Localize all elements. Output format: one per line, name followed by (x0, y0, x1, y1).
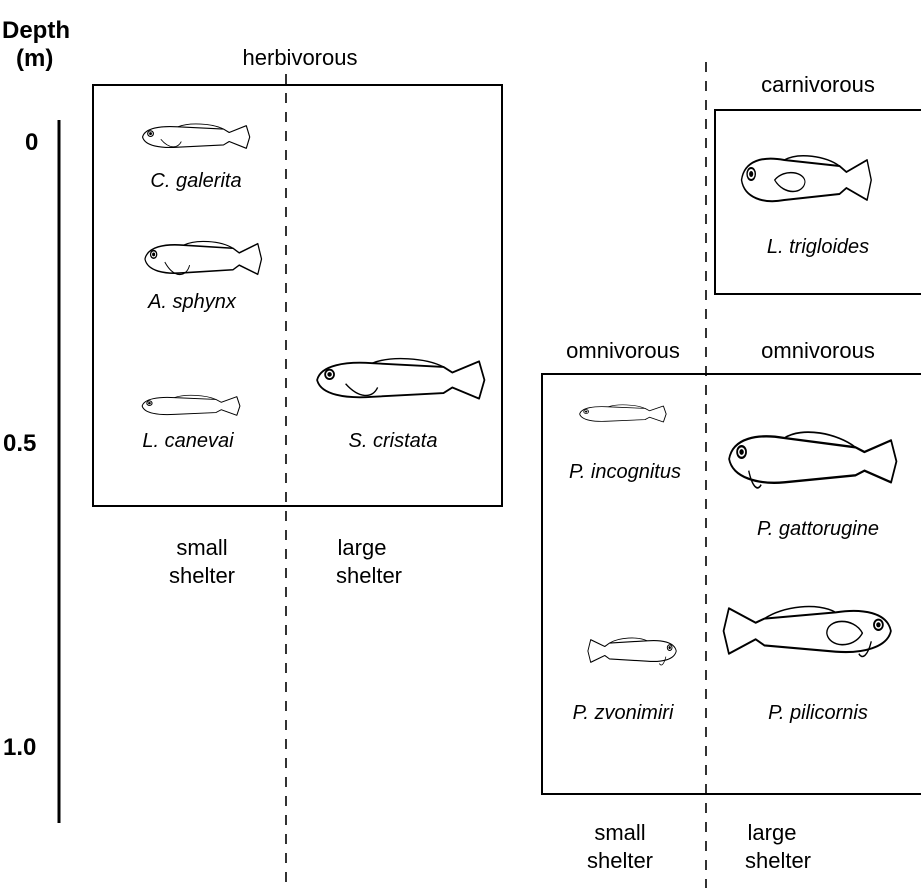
a-sphynx-fish-icon (140, 236, 264, 282)
axis-title-unit: (m) (16, 46, 53, 72)
group-label-herbivorous: herbivorous (243, 45, 358, 71)
axis-tick-0: 0 (25, 130, 38, 156)
species-label-a-sphynx: A. sphynx (148, 289, 236, 315)
shelter-label-left-small-1: small (176, 535, 227, 561)
shelter-label-right-large-1: large (748, 820, 797, 846)
c-galerita-fish-icon (138, 120, 252, 154)
p-pilicornis-fish-icon (720, 600, 898, 662)
axis-title-depth: Depth (2, 18, 70, 44)
shelter-label-right-small-1: small (594, 820, 645, 846)
group-label-omnivorous-small: omnivorous (566, 338, 680, 364)
p-zvonimiri-fish-icon (586, 634, 680, 668)
shelter-label-right-small-2: shelter (587, 848, 653, 874)
species-label-c-galerita: C. galerita (150, 168, 241, 194)
species-label-p-incognitus: P. incognitus (569, 459, 681, 485)
shelter-label-left-large-1: large (338, 535, 387, 561)
shelter-label-right-large-2: shelter (745, 848, 811, 874)
group-label-omnivorous-large: omnivorous (761, 338, 875, 364)
species-label-p-gattorugine: P. gattorugine (757, 516, 879, 542)
p-gattorugine-fish-icon (722, 424, 900, 494)
shelter-label-left-small-2: shelter (169, 563, 235, 589)
species-label-l-trigloides: L. trigloides (767, 234, 869, 260)
species-label-p-pilicornis: P. pilicornis (768, 700, 868, 726)
species-label-s-cristata: S. cristata (349, 428, 438, 454)
l-trigloides-fish-icon (736, 150, 874, 210)
l-canevai-fish-icon (138, 392, 242, 420)
group-label-carnivorous: carnivorous (761, 72, 875, 98)
axis-tick-0-5: 0.5 (3, 431, 36, 457)
species-label-l-canevai: L. canevai (142, 428, 233, 454)
p-incognitus-fish-icon (576, 402, 668, 426)
shelter-label-left-large-2: shelter (336, 563, 402, 589)
s-cristata-fish-icon (310, 352, 488, 408)
axis-tick-1-0: 1.0 (3, 735, 36, 761)
species-label-p-zvonimiri: P. zvonimiri (573, 700, 674, 726)
